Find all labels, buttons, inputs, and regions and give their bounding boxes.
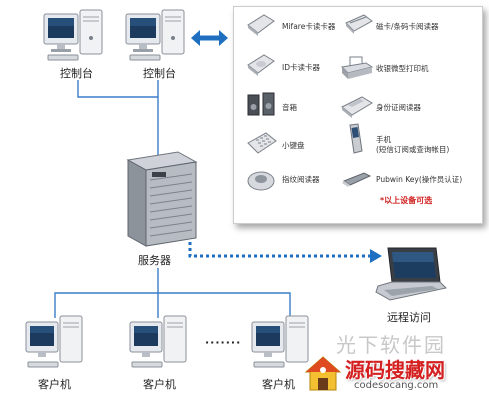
peripheral-label: 手机 [376, 135, 391, 144]
peripherals-panel: Mifare卡读卡器 磁卡/条码卡阅读器 ID卡读卡器 收银微型打印机 音箱 身… [233, 6, 483, 224]
mobile-phone-icon [349, 123, 363, 154]
client-label: 客户机 [143, 378, 176, 391]
peripheral-label: 指纹阅读器 [282, 175, 320, 184]
id-document-reader-icon [341, 96, 373, 118]
client-bus-line [54, 268, 291, 318]
keypad-icon [247, 132, 277, 154]
peripheral-double-arrow [191, 30, 228, 46]
client-computer-icon[interactable] [24, 312, 86, 372]
card-reader-icon [247, 14, 275, 36]
client-computer-icon[interactable] [128, 312, 190, 372]
receipt-printer-icon [340, 56, 374, 79]
console-label: 控制台 [60, 67, 93, 80]
peripheral-label: 磁卡/条码卡阅读器 [376, 22, 439, 31]
ellipsis: ······· [205, 336, 242, 349]
remote-dotted-arrow [188, 242, 382, 263]
server-icon[interactable] [118, 150, 200, 250]
watermark-ghost-text: 光下软件园 [336, 333, 446, 357]
speaker-icon [247, 92, 275, 116]
server-label: 服务器 [138, 254, 171, 267]
console-link-line [77, 80, 159, 155]
id-card-reader-icon [247, 54, 275, 76]
house-logo-icon [304, 356, 342, 391]
watermark-url: codesocang.com [354, 380, 439, 391]
usb-key-icon [342, 172, 372, 187]
peripheral-label: 身份证阅读器 [376, 103, 421, 112]
peripheral-label: 小键盘 [282, 141, 305, 150]
console-computer-icon[interactable] [124, 8, 192, 64]
peripheral-label: ID卡读卡器 [282, 63, 320, 72]
peripheral-sublabel: (短信订阅或查询帐目) [376, 145, 450, 154]
watermark-brand: 源码搜藏网 [345, 358, 445, 382]
console-label: 控制台 [143, 67, 176, 80]
peripheral-label: Pubwin Key(操作员认证) [376, 175, 463, 184]
magnetic-barcode-reader-icon [345, 14, 373, 34]
remote-access-label: 远程访问 [387, 311, 431, 324]
peripheral-label: Mifare卡读卡器 [282, 22, 336, 31]
client-label: 客户机 [262, 378, 295, 391]
laptop-icon[interactable] [370, 244, 450, 306]
peripheral-label: 收银微型打印机 [376, 64, 429, 73]
client-label: 客户机 [38, 378, 71, 391]
client-computer-icon[interactable] [250, 312, 312, 372]
fingerprint-reader-icon [247, 171, 275, 191]
peripheral-label: 音箱 [282, 103, 297, 112]
console-computer-icon[interactable] [42, 8, 110, 64]
optional-devices-note: *以上设备可选 [380, 196, 433, 205]
